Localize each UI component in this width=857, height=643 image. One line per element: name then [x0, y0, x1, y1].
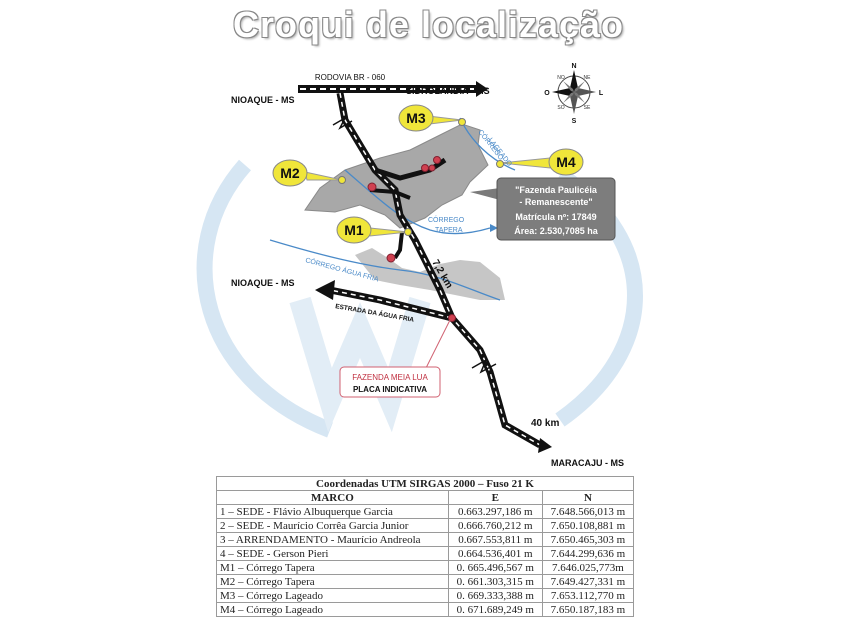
table-row: 1 – SEDE - Flávio Albuquerque Garcia 0.6… [216, 504, 635, 519]
label-nioaque-mid: NIOAQUE - MS [231, 278, 295, 288]
map-title: Croqui de localização [232, 4, 625, 45]
marker-m1: M1 [344, 222, 364, 238]
table-caption: Coordenadas UTM SIRGAS 2000 – Fuso 21 K [216, 476, 634, 491]
label-corrego-tapera-2: TAPERA [435, 227, 463, 234]
svg-text:N: N [571, 63, 576, 70]
label-distance-40km: 40 km [531, 418, 559, 429]
access-roads [329, 92, 542, 449]
maracaju-arrow-head [538, 438, 552, 453]
table-row: M3 – Córrego Lageado 0. 669.333,388 m 7.… [216, 588, 635, 603]
label-corrego-tapera-1: CÓRREGO [428, 215, 465, 224]
marker-m2: M2 [280, 165, 300, 181]
label-maracaju: MARACAJU - MS [551, 458, 624, 468]
table-header-row: MARCO E N [216, 490, 635, 505]
road-br060 [298, 81, 488, 97]
svg-text:NO: NO [557, 75, 565, 81]
svg-text:PLACA INDICATIVA: PLACA INDICATIVA [353, 385, 427, 394]
marker-points [338, 118, 504, 236]
table-row: 4 – SEDE - Gerson Pieri 0.664.536,401 m … [216, 546, 635, 561]
label-sidrolandia: SIDROLÂNDIA - MS [406, 85, 490, 96]
road-break-top [332, 116, 353, 130]
table-row: M2 – Córrego Tapera 0. 661.303,315 m 7.6… [216, 574, 635, 589]
stream-arrow [490, 224, 498, 232]
location-sketch-map: M3 M2 M1 M4 "Fazenda Paulicéia - Remanes… [196, 63, 643, 468]
sede-points [367, 156, 456, 322]
placa-indicativa: FAZENDA MEIA LUA PLACA INDICATIVA [339, 319, 451, 398]
table-row: 2 – SEDE - Maurício Corrêa Garcia Junior… [216, 518, 635, 533]
nioaque-arrow-head [315, 280, 335, 300]
marker-bubbles [272, 104, 584, 244]
table-row: M4 – Córrego Lageado 0. 671.689,249 m 7.… [216, 602, 635, 617]
svg-text:SE: SE [584, 105, 591, 111]
label-nioaque-top: NIOAQUE - MS [231, 95, 295, 105]
svg-text:"Fazenda Paulicéia: "Fazenda Paulicéia [515, 185, 598, 195]
svg-text:NE: NE [584, 75, 592, 81]
header-n: N [541, 490, 635, 505]
svg-text:L: L [599, 90, 604, 97]
label-road-br060: RODOVIA BR - 060 [315, 73, 386, 82]
svg-text:Área: 2.530,7085 ha: Área: 2.530,7085 ha [514, 226, 599, 236]
road-break-bottom [471, 358, 497, 374]
svg-text:S: S [572, 118, 577, 125]
header-e: E [447, 490, 543, 505]
marker-m4: M4 [556, 154, 576, 170]
table-row: M1 – Córrego Tapera 0. 665.496,567 m 7.6… [216, 560, 635, 575]
header-marco: MARCO [216, 490, 449, 505]
svg-text:SO: SO [557, 105, 564, 111]
svg-text:FAZENDA MEIA LUA: FAZENDA MEIA LUA [352, 373, 428, 382]
utm-coordinates-table: Coordenadas UTM SIRGAS 2000 – Fuso 21 K … [216, 476, 635, 617]
svg-text:Matrícula nº: 17849: Matrícula nº: 17849 [515, 212, 596, 222]
compass-rose-icon: N S L O NE NO SE SO [544, 63, 604, 125]
table-row: 3 – ARRENDAMENTO - Maurício Andreola 0.6… [216, 532, 635, 547]
farm-info-box: "Fazenda Paulicéia - Remanescente" Matrí… [470, 177, 616, 241]
svg-text:O: O [544, 90, 550, 97]
svg-text:- Remanescente": - Remanescente" [519, 197, 592, 207]
marker-leaders [304, 115, 551, 237]
marker-m3: M3 [406, 110, 426, 126]
